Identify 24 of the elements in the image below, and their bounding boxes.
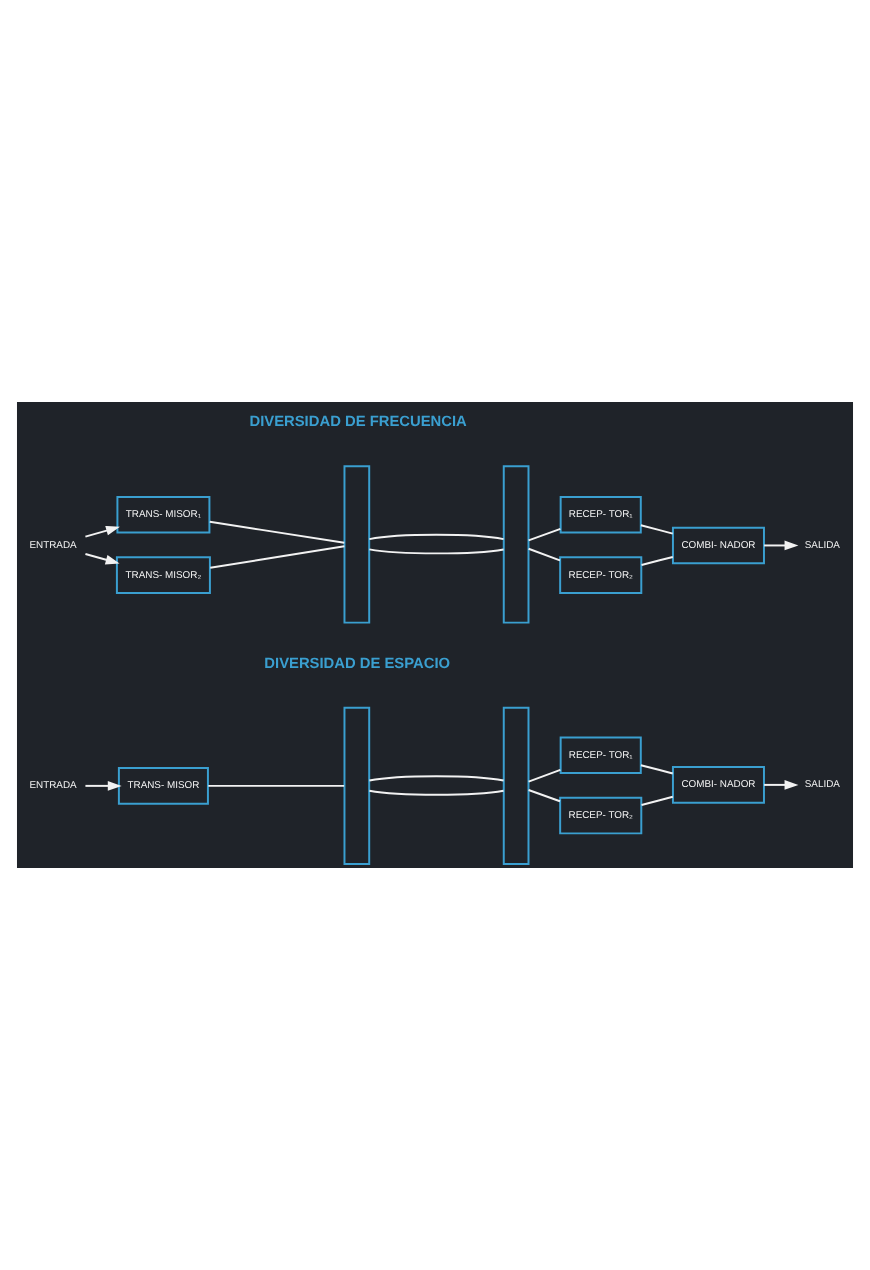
connector <box>527 547 561 562</box>
connector <box>368 775 505 782</box>
node-tower <box>502 706 530 866</box>
connector <box>368 533 505 541</box>
connector <box>209 545 346 569</box>
connector <box>527 789 561 803</box>
arrow <box>763 540 799 551</box>
connector <box>640 795 674 806</box>
node-tower <box>343 706 371 866</box>
connector <box>527 768 562 783</box>
connector <box>639 524 674 535</box>
arrow <box>84 781 122 791</box>
connector <box>640 555 674 566</box>
arrow <box>763 780 799 790</box>
connector <box>639 764 674 775</box>
arrow <box>84 525 120 538</box>
node-tower <box>502 465 530 624</box>
connector <box>368 789 505 796</box>
connector <box>208 520 346 544</box>
connector <box>527 527 562 542</box>
node-tower <box>343 465 371 624</box>
connector <box>207 784 346 787</box>
connector <box>368 548 505 555</box>
arrow <box>84 553 120 565</box>
